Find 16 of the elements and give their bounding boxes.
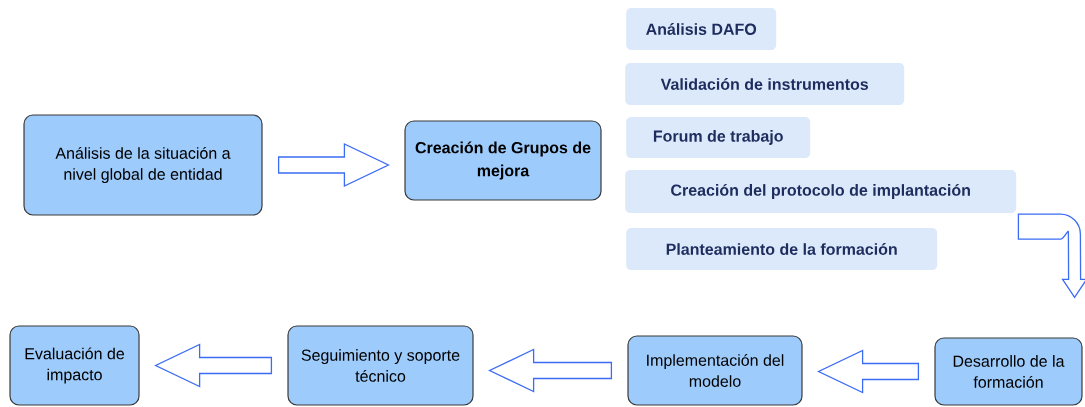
block-arrow — [277, 142, 390, 188]
process-box: Desarrollo de la formación — [934, 337, 1083, 406]
block-arrow — [1017, 213, 1085, 299]
list-item-box: Planteamiento de la formación — [626, 228, 938, 270]
list-item-box: Forum de trabajo — [626, 117, 811, 158]
process-box: Análisis de la situación a nivel global de entidad — [23, 114, 263, 216]
process-box: Creación de Grupos de mejora — [404, 120, 602, 201]
block-arrow — [488, 348, 613, 393]
block-arrow — [817, 349, 920, 394]
list-item-box: Análisis DAFO — [626, 8, 777, 50]
list-item-box: Creación del protocolo de implantación — [625, 170, 1017, 213]
block-arrow — [154, 343, 273, 388]
process-box: Implementación del modelo — [627, 335, 803, 406]
list-item-box: Validación de instrumentos — [625, 63, 905, 105]
process-box: Evaluación de impacto — [9, 325, 140, 406]
process-box: Seguimiento y soporte técnico — [287, 325, 474, 406]
